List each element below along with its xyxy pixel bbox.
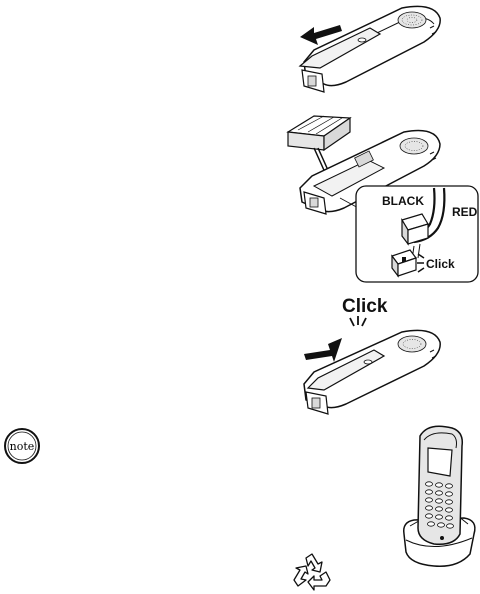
wire-red-label: RED — [452, 205, 478, 219]
figure-handset-in-charger — [398, 422, 480, 572]
figure-connect-battery: BLACK RED Click — [284, 110, 480, 285]
figure-replace-cover: Click — [284, 292, 444, 417]
figure-remove-cover — [284, 0, 444, 95]
wire-black-label: BLACK — [382, 194, 424, 208]
arrow-right-icon — [304, 338, 342, 362]
note-badge-text: note — [10, 440, 35, 453]
battery-pack-icon — [288, 116, 350, 150]
recycle-icon — [290, 552, 334, 592]
cover-click-label: Click — [342, 296, 388, 317]
speaker-grill — [398, 12, 426, 28]
inset-click-label: Click — [426, 257, 455, 271]
note-icon: note — [3, 427, 41, 465]
note-badge: note — [3, 427, 41, 465]
